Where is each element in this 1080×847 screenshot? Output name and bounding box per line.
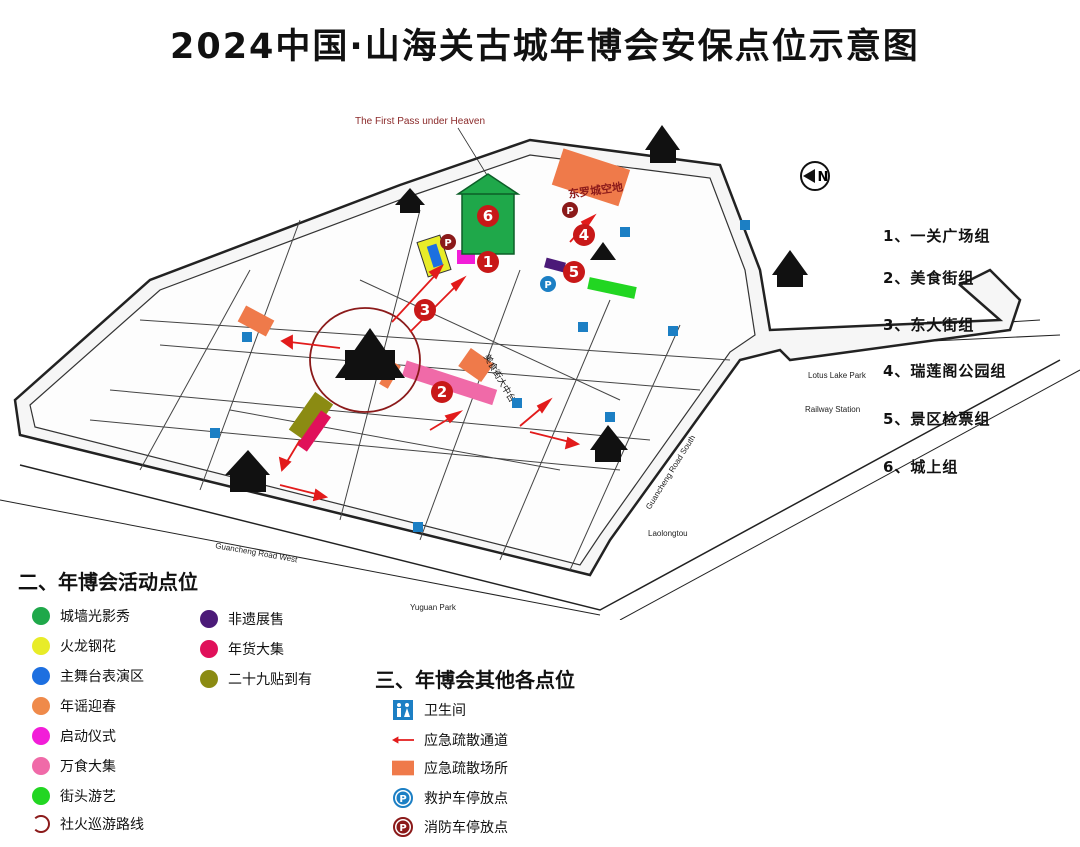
group-item-4: 4、瑞莲阁公园组 [883,362,1007,380]
legend-item: P 消防车停放点 [392,817,508,837]
lotus-lake-park-label: Lotus Lake Park [808,371,867,380]
legend-item: 年谣迎春 [32,696,116,716]
ambulance-parking-1: P [544,280,551,291]
purple-dot-icon [200,610,218,628]
blue-dot-icon [32,667,50,685]
legend-item: 应急疏散通道 [392,730,508,750]
activities-heading: 二、年博会活动点位 [18,570,198,594]
red-arrow-icon [392,735,414,745]
laolongtou-label: Laolongtou [648,529,688,538]
group-item-2: 2、美食街组 [883,269,975,287]
olive-dot-icon [200,670,218,688]
others-heading: 三、年博会其他各点位 [375,668,575,692]
legend-item: 启动仪式 [32,726,116,746]
orange-rect-icon [392,760,414,776]
group-item-3: 3、东大街组 [883,316,975,334]
railway-station-label: Railway Station [805,405,860,414]
blue-p-icon: P [392,788,414,808]
green-dot-icon [32,607,50,625]
pink-dot-icon [32,757,50,775]
legend-item: 卫生间 [392,700,466,720]
yellow-dot-icon [32,637,50,655]
svg-text:P: P [399,823,406,834]
legend-item: 应急疏散场所 [392,758,508,778]
north-indicator: N [818,170,829,185]
marker-2: 2 [437,383,447,401]
map-heading: The First Pass under Heaven [355,116,485,127]
legend-item: 社火巡游路线 [32,814,144,834]
marker-3: 3 [420,301,430,319]
legend-item: 街头游艺 [32,786,116,806]
svg-text:P: P [399,794,406,805]
legend-item: 二十九贴到有 [200,669,312,689]
group-item-1: 1、一关广场组 [883,227,991,245]
legend-item: P 救护车停放点 [392,788,508,808]
toilet-icon [392,700,414,720]
legend-item: 城墙光影秀 [32,606,130,626]
guancheng-road-west-label: Guancheng Road West [215,541,299,564]
parade-route-icon [32,815,50,833]
marker-6: 6 [483,207,493,225]
legend-item: 非遗展售 [200,609,284,629]
group-item-5: 5、景区检票组 [883,410,991,428]
marker-4: 4 [579,226,589,244]
crimson-dot-icon [200,640,218,658]
legend-item: 年货大集 [200,639,284,659]
group-item-6: 6、城上组 [883,458,959,476]
legend-item: 主舞台表演区 [32,666,144,686]
legend-item: 万食大集 [32,756,116,776]
orange-dot-icon [32,697,50,715]
magenta-dot-icon [32,727,50,745]
legend-item: 火龙钢花 [32,636,116,656]
lime-dot-icon [32,787,50,805]
site-map: The First Pass under Heaven 东罗城空地 美食街大中台 [0,116,1080,620]
fire-parking-2: P [566,206,573,217]
page-title: 2024中国·山海关古城年博会安保点位示意图 [170,27,920,67]
fire-parking-1: P [444,238,451,249]
marker-5: 5 [569,263,579,281]
brown-p-icon: P [392,817,414,837]
marker-1: 1 [483,253,493,271]
yuguan-park-label: Yuguan Park [410,603,457,612]
